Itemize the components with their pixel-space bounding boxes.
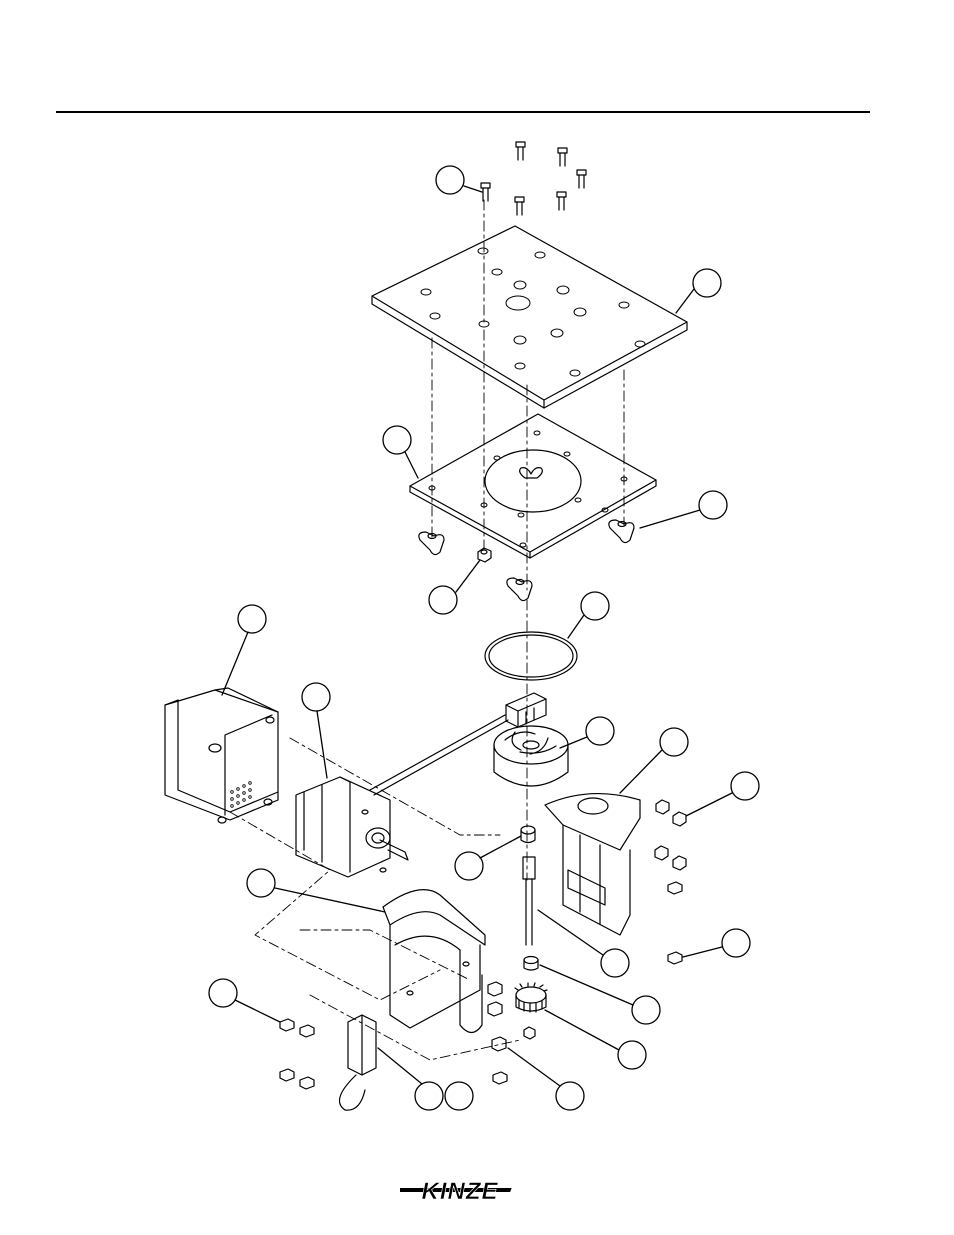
callout-7 bbox=[222, 605, 266, 695]
wing-nut-center bbox=[507, 578, 532, 601]
callout-5 bbox=[429, 560, 480, 614]
callout-8 bbox=[302, 683, 330, 778]
logo-text: KINZE bbox=[422, 1178, 499, 1205]
wing-nut-right bbox=[609, 520, 634, 543]
callout-6 bbox=[568, 592, 609, 638]
top-screws bbox=[481, 142, 586, 215]
callout-4 bbox=[640, 491, 727, 528]
cover-vent-holes bbox=[231, 782, 252, 808]
kinze-logo: KINZE bbox=[400, 1176, 520, 1206]
sensor bbox=[340, 1015, 376, 1110]
callout-15 bbox=[538, 910, 629, 977]
wing-nut-left bbox=[419, 532, 444, 555]
right-bracket bbox=[545, 794, 640, 935]
callout-20 bbox=[445, 1082, 473, 1110]
callout-12 bbox=[455, 836, 521, 880]
small-bolts bbox=[280, 882, 682, 1089]
callout-17 bbox=[540, 965, 660, 1024]
drive-shaft bbox=[523, 857, 535, 945]
screw-3 bbox=[577, 170, 586, 188]
screw-2 bbox=[558, 148, 567, 166]
connector bbox=[506, 693, 546, 727]
callout-21 bbox=[508, 1048, 584, 1110]
callout-18 bbox=[545, 1010, 646, 1069]
callout-19 bbox=[378, 1048, 443, 1110]
motor-cable bbox=[370, 715, 508, 795]
callout-3 bbox=[383, 426, 418, 478]
screw-5 bbox=[515, 197, 524, 215]
callout-16 bbox=[209, 979, 280, 1022]
callout-11 bbox=[686, 772, 759, 816]
gear-nut bbox=[524, 1027, 535, 1039]
drive-gear bbox=[515, 983, 547, 1012]
callout-2 bbox=[676, 269, 721, 313]
motor-cover bbox=[165, 688, 278, 823]
callout-14 bbox=[683, 929, 750, 957]
callout-13 bbox=[247, 869, 385, 912]
callout-10 bbox=[620, 728, 688, 793]
bushing bbox=[524, 957, 538, 971]
left-bracket bbox=[383, 890, 485, 1033]
coupler bbox=[521, 826, 535, 843]
callout-1 bbox=[436, 166, 482, 194]
screw-6 bbox=[557, 192, 566, 210]
stepper-motor bbox=[296, 777, 408, 877]
impeller bbox=[494, 726, 568, 786]
top-mounting-plate bbox=[372, 226, 687, 408]
o-ring bbox=[485, 632, 577, 680]
hex-nuts-right bbox=[655, 800, 686, 870]
screw-1 bbox=[516, 142, 525, 160]
